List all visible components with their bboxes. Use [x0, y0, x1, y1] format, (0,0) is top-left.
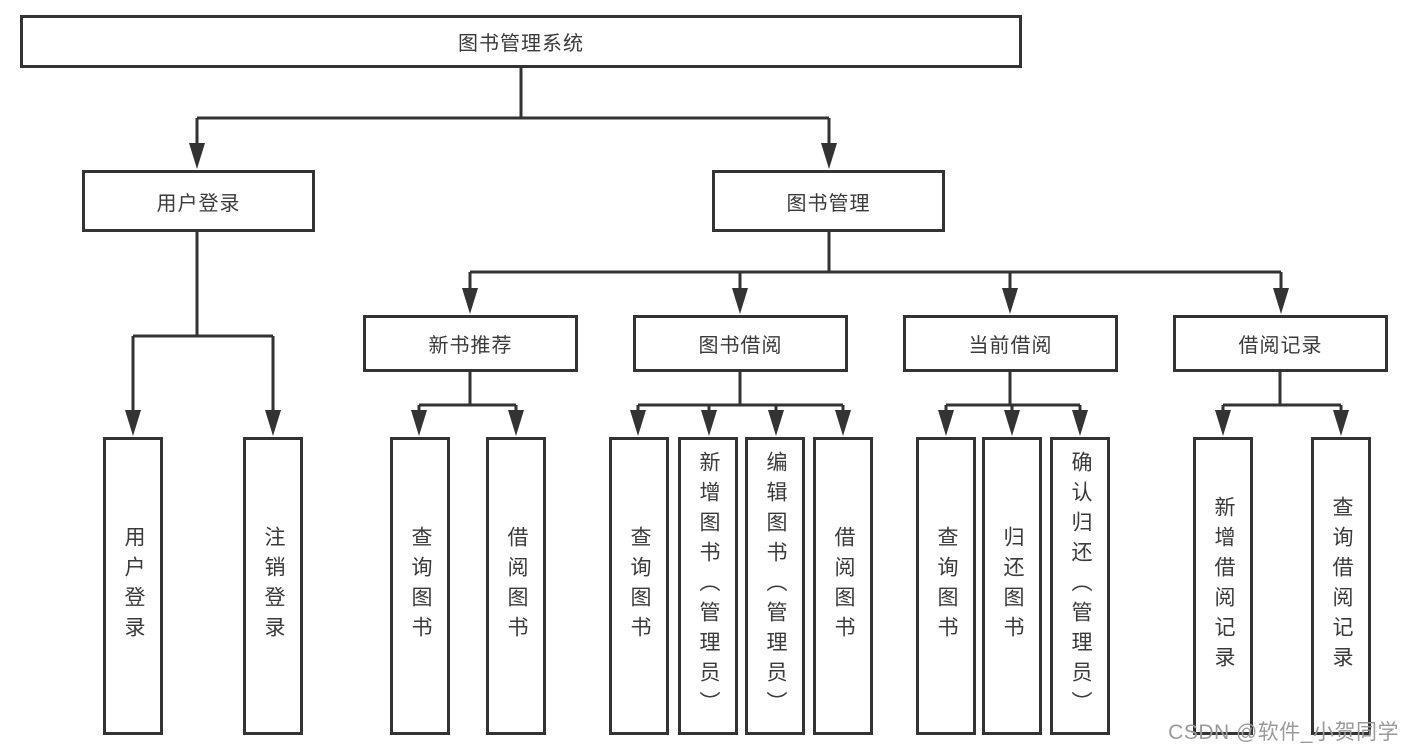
connector-root-to-level1 [195, 68, 831, 146]
leaf-records-query-record: 查询借阅记录 [1311, 437, 1371, 735]
connector-records-to-leaves [1221, 372, 1343, 412]
connector-rec-to-leaves [417, 372, 518, 412]
arrowheads-level1 [189, 143, 837, 169]
connector-borrow-to-leaves [636, 372, 845, 412]
leaf-current-query-books: 查询图书 [916, 437, 976, 735]
leaf-borrowing-edit-books-admin: 编辑图书（管理员） [745, 437, 805, 735]
leaf-user-login: 用户登录 [103, 437, 163, 735]
node-book-borrowing: 图书借阅 [633, 315, 848, 372]
leaf-borrowing-add-books-admin: 新增图书（管理员） [678, 437, 738, 735]
node-user-login-group: 用户登录 [82, 170, 315, 232]
arrowheads-current-leaves [938, 410, 1088, 436]
arrowheads-records-leaves [1215, 410, 1349, 436]
node-new-book-recommendation: 新书推荐 [363, 315, 578, 372]
arrowheads-rec-leaves [411, 410, 524, 436]
arrowheads-level2 [462, 288, 1289, 314]
leaf-borrowing-borrow-books: 借阅图书 [813, 437, 873, 735]
leaf-recommend-borrow-books: 借阅图书 [486, 437, 546, 735]
csdn-watermark: CSDN @软件_小贺同学 [1168, 721, 1399, 744]
arrowheads-login-leaves [125, 410, 281, 436]
leaf-records-add-record: 新增借阅记录 [1193, 437, 1253, 735]
connector-current-to-leaves [944, 372, 1082, 412]
arrowheads-borrow-leaves [630, 410, 851, 436]
leaf-current-return-books: 归还图书 [982, 437, 1042, 735]
node-borrowing-records: 借阅记录 [1173, 315, 1388, 372]
connector-mgmt-to-level2 [468, 232, 1283, 290]
node-current-borrowing: 当前借阅 [903, 315, 1118, 372]
leaf-recommend-query-books: 查询图书 [390, 437, 450, 735]
leaf-borrowing-query-books: 查询图书 [609, 437, 669, 735]
node-book-management-group: 图书管理 [712, 170, 945, 232]
node-system-root: 图书管理系统 [20, 15, 1022, 68]
connector-login-to-leaves [131, 232, 275, 412]
leaf-current-confirm-return-admin: 确认归还（管理员） [1050, 437, 1110, 735]
leaf-logout: 注销登录 [243, 437, 303, 735]
